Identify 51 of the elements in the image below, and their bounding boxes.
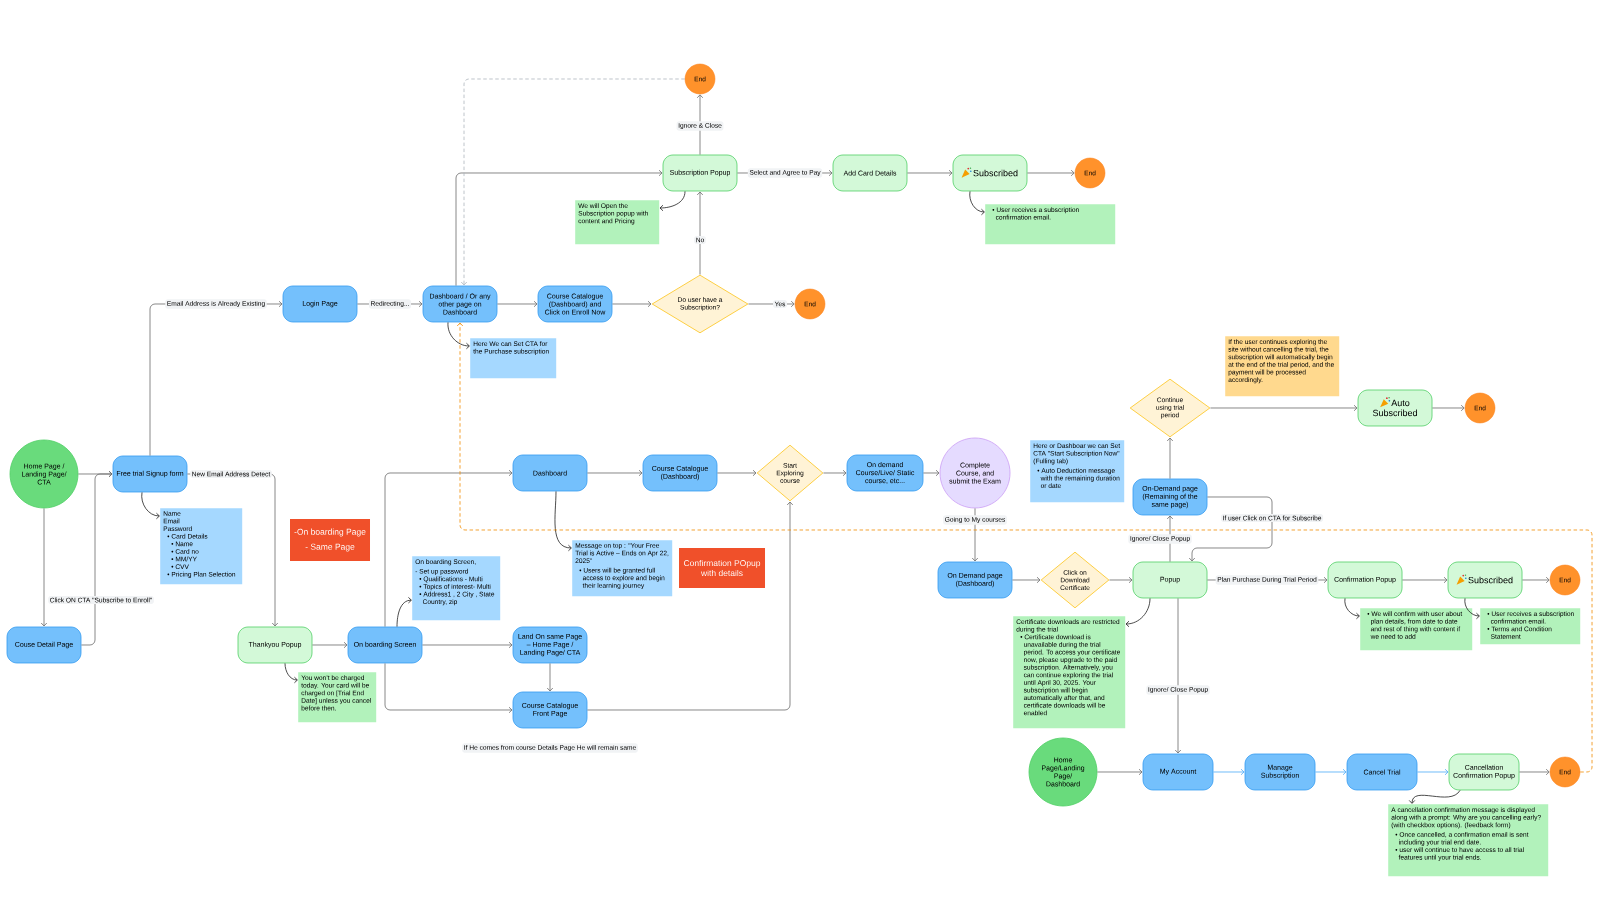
curved-arrow (1408, 790, 1461, 804)
arrow (384, 469, 513, 627)
curved-arrow (969, 191, 985, 216)
arrow (81, 470, 113, 646)
arrow (587, 501, 794, 711)
arrow (1432, 404, 1465, 412)
arrow (40, 508, 48, 627)
arrow (696, 94, 704, 155)
arrow (1109, 576, 1133, 584)
arrow (546, 663, 554, 692)
callout-box: Confirmation POpup with details (679, 548, 765, 588)
arrow (384, 663, 513, 714)
arrow (1522, 576, 1550, 584)
arrow (497, 300, 538, 308)
arrow (1174, 598, 1182, 754)
callout-box: -On boarding Page - Same Page (290, 519, 370, 561)
arrow (1315, 768, 1347, 776)
arrow (1097, 768, 1143, 776)
arrow (455, 169, 663, 286)
process-box: Auto Subscribed (1357, 389, 1433, 427)
curved-arrow (284, 663, 298, 684)
curved-arrow (447, 322, 470, 350)
arrow (1519, 768, 1550, 776)
arrow (1210, 404, 1358, 412)
curved-arrow (141, 492, 160, 520)
arrow (1402, 576, 1448, 584)
curved-arrow (396, 597, 412, 627)
arrow (1012, 576, 1041, 584)
dashed-arrow (456, 322, 1593, 773)
arrow (907, 169, 953, 177)
process-box: Subscribed (1447, 561, 1523, 599)
arrow (1166, 437, 1174, 479)
arrow (612, 300, 652, 308)
curved-arrow (1344, 598, 1360, 620)
arrow (422, 641, 513, 649)
arrow (717, 469, 757, 477)
arrow (587, 469, 643, 477)
curved-arrow (1464, 598, 1480, 620)
arrow (923, 469, 940, 477)
curved-arrow (1125, 598, 1151, 628)
arrow (1213, 768, 1245, 776)
curved-arrow (659, 191, 686, 212)
process-box: Subscribed (952, 154, 1028, 192)
arrow (696, 191, 704, 275)
arrow (823, 469, 847, 477)
arrow (1027, 169, 1075, 177)
dashed-arrow (460, 78, 686, 286)
arrow (1417, 768, 1449, 776)
arrow (312, 641, 348, 649)
arrow (1188, 496, 1273, 562)
curved-arrow (554, 491, 572, 552)
